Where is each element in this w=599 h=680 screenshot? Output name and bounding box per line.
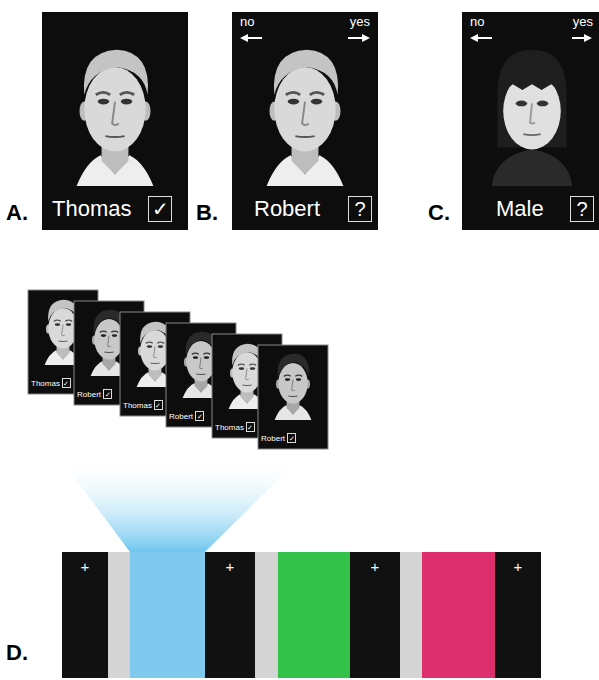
response-box: ✓ xyxy=(246,422,255,432)
response-key-label: no xyxy=(240,14,254,30)
fixation-segment: + xyxy=(350,552,400,678)
panel-letter: D. xyxy=(6,640,28,666)
panel-letter: C. xyxy=(428,200,450,226)
zoom-beam xyxy=(60,458,300,552)
fixation-segment: + xyxy=(495,552,541,678)
panel-letter: A. xyxy=(6,200,28,226)
response-box: ? xyxy=(348,196,372,222)
arrow-head xyxy=(362,34,370,42)
arrow-right xyxy=(572,37,586,39)
card-stack xyxy=(28,290,328,449)
stimulus-panel: no yesMale? xyxy=(462,12,599,230)
stimulus-block xyxy=(422,552,495,678)
photo-panel xyxy=(232,12,378,230)
fixation-block xyxy=(205,552,255,678)
face-photo xyxy=(492,50,573,186)
name-label: Thomas xyxy=(123,401,152,411)
gap-block xyxy=(255,552,278,678)
response-key-label: yes xyxy=(573,14,593,30)
fixation-block xyxy=(350,552,400,678)
stimulus-card: Thomas✓ xyxy=(212,334,282,438)
fixation-segment: + xyxy=(62,552,108,678)
name-label: Thomas xyxy=(31,379,60,389)
fixation-cross: + xyxy=(81,558,90,576)
fixation-cross: + xyxy=(226,558,235,576)
timeline-bar xyxy=(62,552,541,678)
fixation-cross: + xyxy=(514,558,523,576)
response-box: ✓ xyxy=(148,196,172,222)
response-box: ✓ xyxy=(103,389,112,399)
face-photo xyxy=(275,354,312,420)
panel-letter: B. xyxy=(196,200,218,226)
response-box: ✓ xyxy=(195,411,204,421)
name-label: Male xyxy=(496,196,544,222)
stimulus-card: Robert✓ xyxy=(258,345,328,449)
gap-block xyxy=(108,552,130,678)
arrow-left xyxy=(246,37,262,39)
fixation-segment: + xyxy=(205,552,255,678)
stimulus-card: Thomas✓ xyxy=(120,312,190,416)
name-label: Thomas xyxy=(215,423,244,433)
response-box: ✓ xyxy=(287,433,296,443)
face-photo xyxy=(267,50,344,186)
face-photo xyxy=(77,50,154,186)
arrow-head xyxy=(240,34,248,42)
card xyxy=(258,345,328,449)
gap-block xyxy=(400,552,422,678)
stimulus-panel: no yesRobert? xyxy=(232,12,378,230)
fixation-block xyxy=(495,552,541,678)
fixation-cross: + xyxy=(371,558,380,576)
stimulus-card: Thomas✓ xyxy=(28,290,98,394)
fixation-block xyxy=(62,552,108,678)
stimulus-panel: Thomas ✓ xyxy=(42,12,188,230)
response-arrows xyxy=(240,34,592,42)
name-label: Robert xyxy=(77,390,101,400)
stimulus-block xyxy=(278,552,350,678)
photo-panel xyxy=(42,12,188,230)
response-key-label: yes xyxy=(350,14,370,30)
name-label: Robert xyxy=(169,412,193,422)
arrow-head xyxy=(470,34,478,42)
name-label: Robert xyxy=(261,434,285,444)
stimulus-card: Robert✓ xyxy=(166,323,236,427)
name-label: Thomas xyxy=(52,196,131,222)
response-box: ? xyxy=(570,196,594,222)
arrow-right xyxy=(348,37,364,39)
response-box: ✓ xyxy=(62,378,71,388)
arrow-left xyxy=(476,37,492,39)
stimulus-card: Robert✓ xyxy=(74,301,144,405)
stimulus-block xyxy=(130,552,205,678)
response-box: ✓ xyxy=(154,400,163,410)
photo-panel xyxy=(462,12,599,230)
arrow-head xyxy=(584,34,592,42)
response-key-label: no xyxy=(470,14,484,30)
name-label: Robert xyxy=(254,196,320,222)
